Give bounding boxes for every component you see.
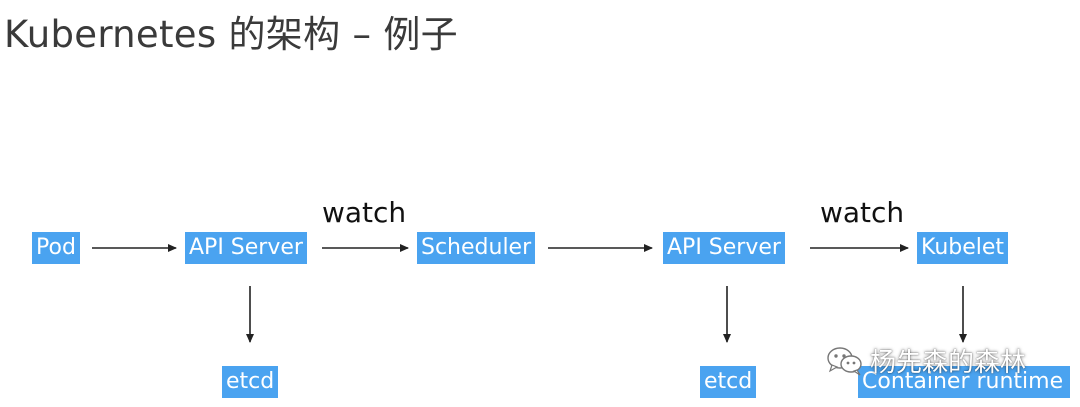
node-container-runtime: Container runtime [858, 366, 1070, 398]
watermark: 杨先森的森林 [826, 342, 1026, 379]
edge-label-watch-1: watch [322, 196, 407, 229]
node-api-server-1: API Server [185, 232, 307, 264]
node-etcd-1: etcd [222, 366, 279, 398]
node-kubelet: Kubelet [917, 232, 1009, 264]
wechat-icon [827, 346, 862, 375]
node-scheduler: Scheduler [417, 232, 536, 264]
page-title: Kubernetes 的架构 – 例子 [4, 13, 458, 56]
node-api-server-2: API Server [663, 232, 785, 264]
node-etcd-2: etcd [700, 366, 757, 398]
node-pod: Pod [32, 232, 80, 264]
watermark-text: 杨先森的森林 [870, 348, 1027, 378]
edge-label-watch-2: watch [820, 196, 905, 229]
